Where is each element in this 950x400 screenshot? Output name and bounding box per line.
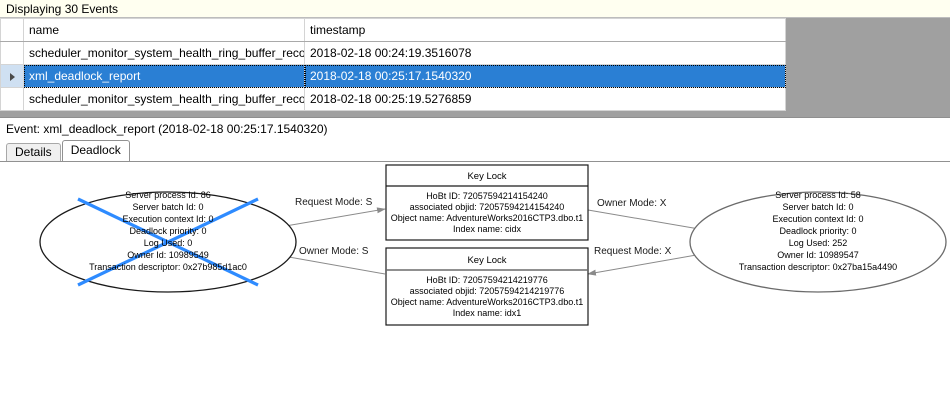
- key-lock-top-line-3: Object name: AdventureWorks2016CTP3.dbo.…: [391, 213, 583, 223]
- process-right-line-6: Owner Id: 10989547: [777, 250, 859, 260]
- edge-left-owner: Owner Mode: S: [271, 246, 386, 275]
- process-node-left[interactable]: Server process Id: 86 Server batch Id: 0…: [39, 190, 297, 293]
- key-lock-bottom-line-1: HoBt ID: 72057594214219776: [426, 275, 548, 285]
- table-row-selected[interactable]: xml_deadlock_report 2018-02-18 00:25:17.…: [0, 64, 786, 88]
- resource-node-key-lock-top[interactable]: Key Lock HoBt ID: 72057594214154240 asso…: [385, 164, 589, 241]
- row-selector-cell[interactable]: [0, 41, 24, 65]
- resource-node-key-lock-bottom[interactable]: Key Lock HoBt ID: 72057594214219776 asso…: [385, 247, 589, 326]
- key-lock-top-line-4: Index name: cidx: [453, 224, 522, 234]
- edge-left-request-label: Request Mode: S: [295, 197, 373, 208]
- process-left-line-5: Log Used: 0: [144, 238, 193, 248]
- grid-header-name[interactable]: name: [23, 18, 305, 42]
- banner-text: Displaying 30 Events: [6, 1, 119, 16]
- events-grid-container[interactable]: name timestamp scheduler_monitor_system_…: [0, 18, 950, 118]
- row-name-cell[interactable]: scheduler_monitor_system_health_ring_buf…: [23, 87, 305, 111]
- process-right-line-3: Execution context Id: 0: [772, 214, 863, 224]
- row-timestamp-cell[interactable]: 2018-02-18 00:25:19.5276859: [304, 87, 786, 111]
- tab-deadlock[interactable]: Deadlock: [61, 140, 130, 161]
- table-row[interactable]: scheduler_monitor_system_health_ring_buf…: [0, 41, 786, 65]
- process-right-line-1: Server process Id: 58: [775, 190, 861, 200]
- deadlock-graph-svg: Request Mode: S Owner Mode: X Owner Mode…: [39, 164, 947, 326]
- process-left-line-6: Owner Id: 10989549: [127, 250, 209, 260]
- row-name-cell[interactable]: xml_deadlock_report: [23, 64, 305, 88]
- grid-header-row: name timestamp: [0, 18, 786, 42]
- row-timestamp-cell[interactable]: 2018-02-18 00:24:19.3516078: [304, 41, 786, 65]
- victim-cross-icon: [77, 197, 259, 287]
- process-right-line-4: Deadlock priority: 0: [779, 226, 856, 236]
- edge-left-owner-label: Owner Mode: S: [299, 246, 369, 257]
- edge-right-request-label: Request Mode: X: [594, 246, 672, 257]
- event-detail-title: Event: xml_deadlock_report (2018-02-18 0…: [6, 122, 328, 136]
- key-lock-top-title: Key Lock: [467, 171, 506, 182]
- deadlock-graph-canvas[interactable]: Request Mode: S Owner Mode: X Owner Mode…: [0, 161, 950, 393]
- grid-header-timestamp[interactable]: timestamp: [304, 18, 786, 42]
- key-lock-bottom-title: Key Lock: [467, 255, 506, 266]
- process-left-line-2: Server batch Id: 0: [132, 202, 203, 212]
- row-timestamp-cell[interactable]: 2018-02-18 00:25:17.1540320: [304, 64, 786, 88]
- process-left-line-1: Server process Id: 86: [125, 190, 211, 200]
- process-node-right[interactable]: Server process Id: 58 Server batch Id: 0…: [689, 190, 947, 293]
- key-lock-bottom-line-4: Index name: idx1: [453, 308, 522, 318]
- key-lock-bottom-line-3: Object name: AdventureWorks2016CTP3.dbo.…: [391, 297, 583, 307]
- tab-deadlock-label: Deadlock: [70, 143, 121, 157]
- process-right-line-5: Log Used: 252: [789, 238, 848, 248]
- process-left-line-7: Transaction descriptor: 0x27b985d1ac0: [89, 262, 247, 272]
- detail-tabstrip[interactable]: Details Deadlock: [0, 140, 950, 161]
- row-selector-cell[interactable]: [0, 87, 24, 111]
- events-grid[interactable]: name timestamp scheduler_monitor_system_…: [0, 18, 786, 111]
- edge-right-request: Request Mode: X: [587, 246, 703, 276]
- displaying-events-banner: Displaying 30 Events: [0, 0, 950, 18]
- edge-right-owner: Owner Mode: X: [587, 198, 706, 232]
- process-left-line-4: Deadlock priority: 0: [129, 226, 206, 236]
- tab-details[interactable]: Details: [6, 143, 61, 161]
- grid-header-selector[interactable]: [0, 18, 24, 42]
- edge-right-owner-label: Owner Mode: X: [597, 198, 667, 209]
- row-name-cell[interactable]: scheduler_monitor_system_health_ring_buf…: [23, 41, 305, 65]
- process-right-line-7: Transaction descriptor: 0x27ba15a4490: [739, 262, 897, 272]
- process-left-line-3: Execution context Id: 0: [122, 214, 213, 224]
- key-lock-top-line-2: associated objid: 72057594214154240: [410, 202, 565, 212]
- table-row[interactable]: scheduler_monitor_system_health_ring_buf…: [0, 87, 786, 111]
- key-lock-bottom-line-2: associated objid: 72057594214219776: [410, 286, 565, 296]
- tab-details-label: Details: [15, 145, 52, 159]
- process-right-line-2: Server batch Id: 0: [782, 202, 853, 212]
- key-lock-top-line-1: HoBt ID: 72057594214154240: [426, 191, 548, 201]
- current-row-marker-icon: [9, 72, 15, 81]
- row-selector-cell[interactable]: [0, 64, 24, 88]
- event-detail-header: Event: xml_deadlock_report (2018-02-18 0…: [0, 118, 950, 140]
